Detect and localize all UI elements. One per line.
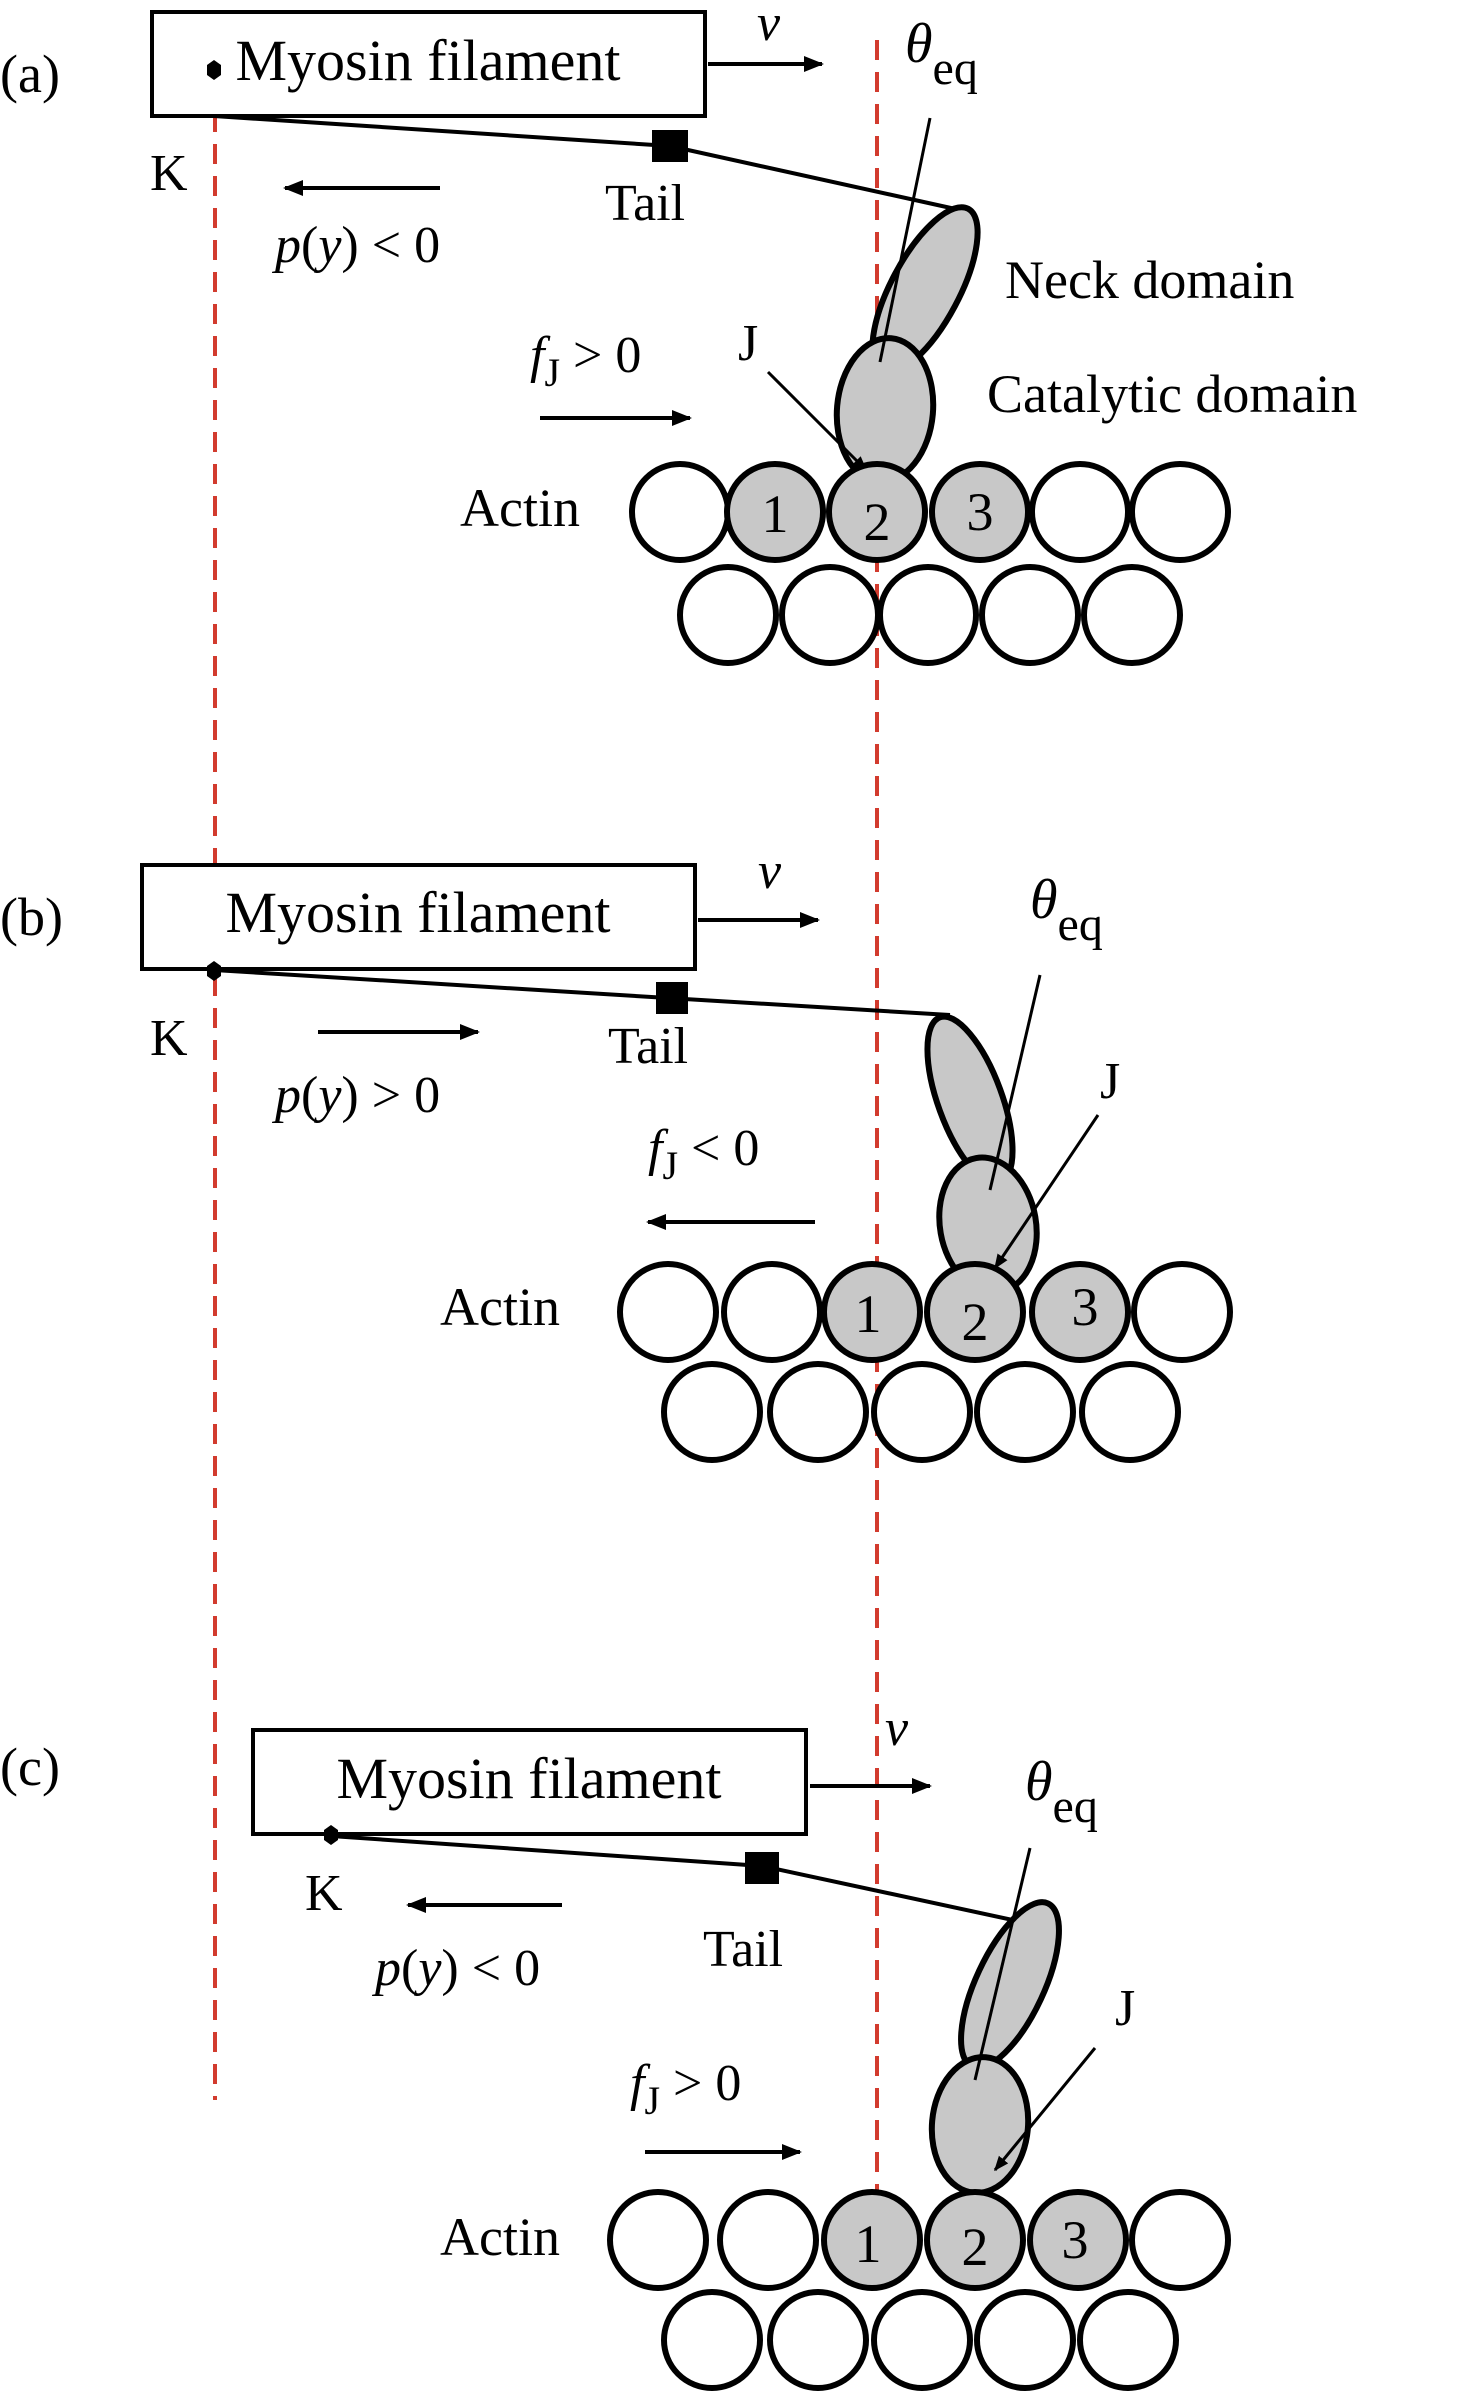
actin-monomer xyxy=(1077,2289,1179,2391)
actin-monomer xyxy=(767,2289,869,2391)
actin-monomer xyxy=(617,1261,719,1363)
tail-marker xyxy=(652,130,688,162)
force-j-label: fJ > 0 xyxy=(530,327,641,395)
theta-eq-label: θeq xyxy=(1025,1751,1098,1833)
velocity-label: v xyxy=(758,843,782,900)
tail-label: Tail xyxy=(608,1018,688,1075)
catalytic-domain-label: Catalytic domain xyxy=(987,364,1357,424)
force-p-label: p(y) < 0 xyxy=(371,1940,540,1997)
actin-monomer xyxy=(877,564,979,666)
actin-monomer xyxy=(871,2289,973,2391)
myosin-filament-box xyxy=(140,863,697,971)
actin-monomer-3 xyxy=(929,461,1031,563)
tail-label: Tail xyxy=(605,175,685,232)
tail-label: Tail xyxy=(703,1921,783,1978)
actin-monomer xyxy=(677,564,779,666)
actin-monomer xyxy=(629,461,731,563)
actin-monomer xyxy=(1129,461,1231,563)
actin-number-3: 3 xyxy=(967,482,994,542)
theta-pointer xyxy=(973,1847,1032,2081)
actin-filament xyxy=(617,1261,1233,1463)
actin-number-2: 2 xyxy=(962,1292,989,1352)
theta-pointer xyxy=(878,117,932,363)
actin-label: Actin xyxy=(440,1277,560,1337)
joint-pointer xyxy=(766,370,868,472)
actin-monomer xyxy=(779,564,881,666)
myosin-tail-line xyxy=(213,114,961,212)
velocity-label: v xyxy=(757,0,781,52)
point-k-marker xyxy=(207,60,221,80)
actin-monomer xyxy=(974,1361,1076,1463)
actin-monomer xyxy=(1129,2189,1231,2291)
point-k-label: K xyxy=(150,145,188,202)
actin-number-3: 3 xyxy=(1062,2210,1089,2270)
actin-number-2: 2 xyxy=(962,2217,989,2277)
theta-eq-label: θeq xyxy=(1030,869,1103,951)
joint-j-label: J xyxy=(738,315,758,372)
tail-marker xyxy=(656,982,688,1014)
actin-number-1: 1 xyxy=(855,1284,882,1344)
neck-domain-label: Neck domain xyxy=(1005,250,1294,310)
actin-monomer-1 xyxy=(821,1261,923,1363)
actin-filament xyxy=(629,461,1231,666)
force-p-label: p(y) > 0 xyxy=(271,1067,440,1124)
actin-monomer-2 xyxy=(924,1261,1026,1363)
velocity-label: v xyxy=(885,1700,909,1757)
actin-filament xyxy=(607,2189,1231,2391)
joint-pointer xyxy=(993,1114,1100,1270)
actin-monomer-3 xyxy=(1027,2189,1129,2291)
myosin-tail-line xyxy=(213,968,951,1017)
actin-monomer xyxy=(974,2289,1076,2391)
actin-monomer xyxy=(979,564,1081,666)
theta-eq-label: θeq xyxy=(905,13,978,95)
force-p-label: p(y) < 0 xyxy=(271,217,440,274)
tail-marker xyxy=(745,1852,779,1884)
panel-a: (a) Myosin filament v K Tail p(y) < 0 fJ… xyxy=(0,0,1357,666)
actin-monomer xyxy=(661,1361,763,1463)
myosin-filament-box xyxy=(150,10,707,118)
actin-monomer-1 xyxy=(724,461,826,563)
actin-monomer xyxy=(717,2189,819,2291)
myosin-tail-line xyxy=(330,1834,1051,1930)
actin-monomer xyxy=(871,1361,973,1463)
force-j-label: fJ > 0 xyxy=(630,2055,741,2123)
actin-monomer-3 xyxy=(1029,1261,1131,1363)
myosin-filament-box xyxy=(251,1728,808,1836)
panel-label: (a) xyxy=(0,44,60,104)
actin-monomer xyxy=(1081,564,1183,666)
joint-pointer xyxy=(993,2047,1097,2172)
filament-label: Myosin filament xyxy=(225,880,610,945)
actin-label: Actin xyxy=(460,478,580,538)
joint-j-label: J xyxy=(1100,1053,1120,1110)
theta-pointer xyxy=(988,974,1042,1191)
actin-monomer xyxy=(767,1361,869,1463)
actin-monomer-2 xyxy=(924,2189,1026,2291)
point-k-label: K xyxy=(305,1865,343,1922)
actin-number-3: 3 xyxy=(1072,1277,1099,1337)
actin-monomer xyxy=(1131,1261,1233,1363)
actin-number-2: 2 xyxy=(864,492,891,552)
actin-monomer xyxy=(1029,461,1131,563)
actin-monomer-1 xyxy=(821,2189,923,2291)
panel-b: (b) Myosin filament v K Tail p(y) > 0 fJ… xyxy=(0,843,1233,1463)
actin-number-1: 1 xyxy=(855,2214,882,2274)
actin-label: Actin xyxy=(440,2207,560,2267)
actin-monomer xyxy=(661,2289,763,2391)
actin-monomer-2 xyxy=(826,461,928,563)
force-j-label: fJ < 0 xyxy=(648,1120,759,1188)
actin-monomer xyxy=(607,2189,709,2291)
point-k-label: K xyxy=(150,1010,188,1067)
point-k-marker xyxy=(324,1825,338,1845)
panel-label: (c) xyxy=(0,1737,60,1797)
actin-number-1: 1 xyxy=(762,484,789,544)
actin-monomer xyxy=(1079,1361,1181,1463)
joint-j-label: J xyxy=(1115,1980,1135,2037)
actin-monomer xyxy=(721,1261,823,1363)
filament-label: Myosin filament xyxy=(235,28,620,93)
panel-label: (b) xyxy=(0,887,63,947)
catalytic-domain xyxy=(928,2054,1032,2196)
filament-label: Myosin filament xyxy=(336,1746,721,1811)
panel-c: (c) Myosin filament v K Tail p(y) < 0 fJ… xyxy=(0,1700,1231,2391)
